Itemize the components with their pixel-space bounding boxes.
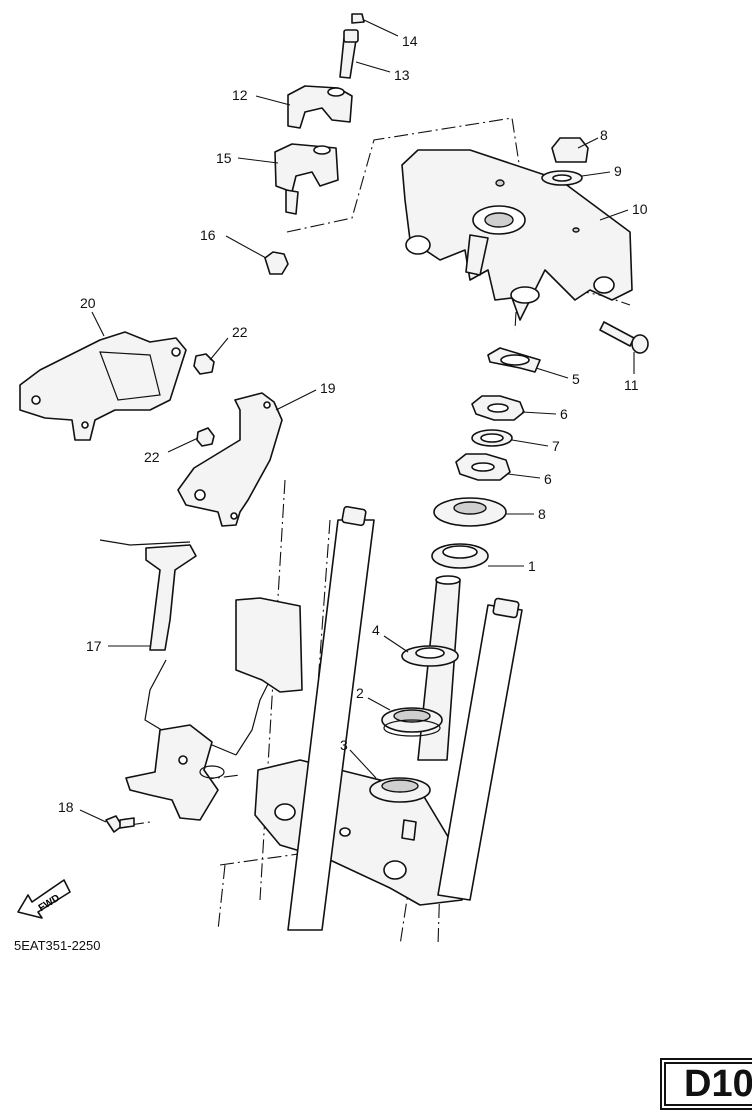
upper-bracket [401,149,633,321]
fwd-arrow-icon: FWD [17,879,71,919]
leader-lines [79,19,635,823]
callout-22-lower: 22 [144,449,160,465]
page-badge: D10 [660,1058,752,1110]
nut-22-upper [193,353,215,375]
bracket-21 [19,331,187,441]
callout-13: 12 [232,87,248,103]
bolt-14 [339,29,359,79]
callout-20: 19 [320,380,336,396]
washer-4 [401,645,459,667]
ring-nut-6-lower [455,453,511,481]
sensor-bracket-18 [99,539,303,821]
callout-1: 1 [528,558,536,574]
callout-11: 10 [632,201,648,217]
cap-nut-9 [551,137,589,163]
callout-16: 15 [216,150,232,166]
callout-10: 9 [614,163,622,179]
seal-3 [369,777,431,803]
bolt-19 [105,815,135,833]
callout-14: 13 [394,67,410,83]
callout-9: 8 [600,127,608,143]
callout-22-upper: 22 [232,324,248,340]
figure-code: 5EAT351-2250 [14,938,101,953]
callout-5: 5 [572,371,580,387]
nut-17 [264,251,289,275]
callout-3: 3 [340,737,348,753]
washer-7 [471,429,513,447]
callout-17: 16 [200,227,216,243]
cover-8 [433,497,507,527]
bracket-20 [177,392,283,527]
callout-7: 7 [552,438,560,454]
lock-washer-5 [487,347,541,373]
callout-6-upper: 6 [560,406,568,422]
washer-10 [541,170,583,186]
bearing-2 [381,707,443,737]
callout-12: 11 [624,377,639,393]
callout-8: 8 [538,506,546,522]
callout-2: 2 [356,685,364,701]
nut-22-lower [196,427,215,447]
page-badge-label: D10 [664,1062,752,1106]
callout-21: 20 [80,295,96,311]
callout-18: 17 [86,638,102,654]
callout-6-lower: 6 [544,471,552,487]
ring-nut-6-upper [471,395,525,421]
callout-labels: 14 13 12 15 16 8 9 10 11 5 6 7 6 8 1 4 2… [58,33,648,815]
bearing-1 [431,543,489,569]
cap-15 [351,13,365,24]
callout-15: 14 [402,33,418,49]
fork-tubes [287,505,523,931]
handlebar-holder-upper-13 [287,85,353,129]
handlebar-holder-lower-16 [274,143,339,215]
callout-19: 18 [58,799,74,815]
bolt-12 [599,321,649,354]
callout-4: 4 [372,622,380,638]
